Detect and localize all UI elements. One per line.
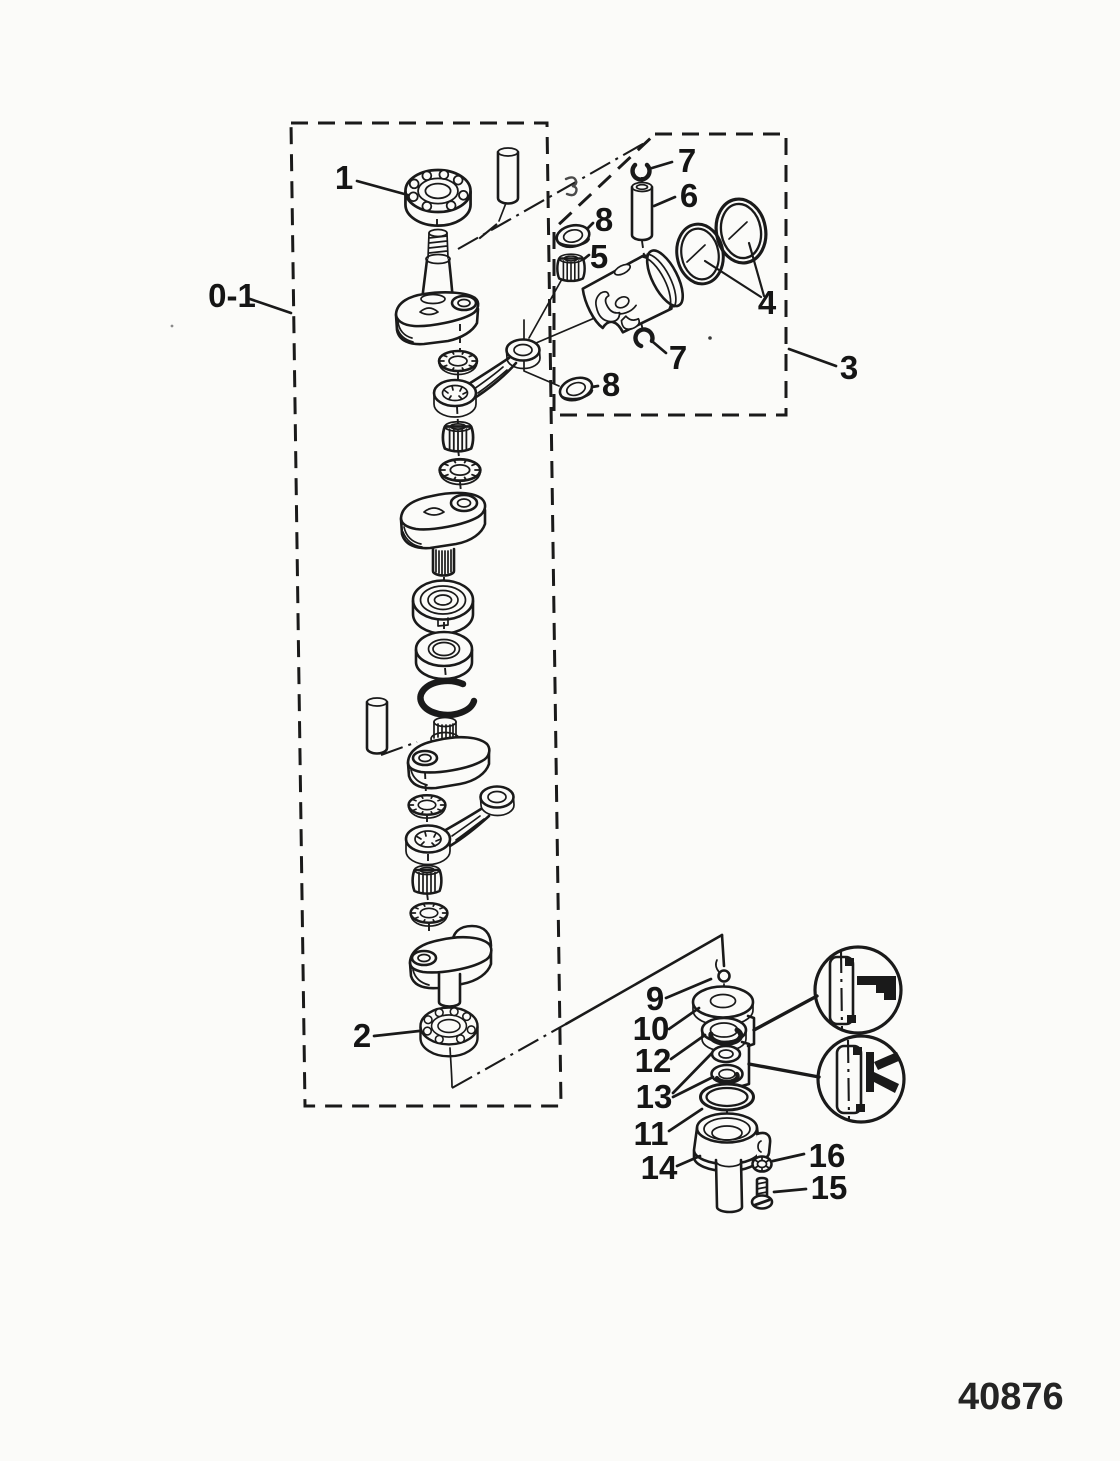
seal-ring-upper-drawing xyxy=(553,220,593,252)
callout-3: 3 xyxy=(840,349,858,386)
label-pin: 9 xyxy=(646,977,713,1017)
label-pin-retainer-top: 7 xyxy=(650,142,696,179)
crankshaft-upper-half-drawing xyxy=(394,228,480,346)
label-washer: 10 xyxy=(633,1006,701,1047)
bearing-orientation-detail-top xyxy=(746,945,903,1048)
retaining-c-ring-drawing xyxy=(417,677,478,719)
callout-13: 13 xyxy=(636,1078,673,1115)
dowel-pin-lower xyxy=(365,696,418,756)
center-bearing-drawing xyxy=(700,1016,748,1052)
label-screw: 15 xyxy=(772,1169,848,1206)
label-pin-retainer-bottom: 7 xyxy=(651,339,687,376)
piston-pin-drawing xyxy=(630,181,654,242)
callout-15: 15 xyxy=(811,1169,848,1206)
callout-14: 14 xyxy=(641,1149,678,1186)
lock-washer-drawing xyxy=(751,1155,773,1173)
callout-8-top: 8 xyxy=(595,201,613,238)
piston-drawing xyxy=(581,249,685,334)
callout-1: 1 xyxy=(335,159,353,196)
lower-main-bearing-drawing xyxy=(419,1006,479,1058)
lower-crank-web-drawing xyxy=(406,716,491,790)
scan-artifacts xyxy=(170,176,712,340)
bottom-crank-web-drawing xyxy=(408,924,493,1008)
upper-main-bearing-drawing xyxy=(404,168,472,228)
label-piston-assembly: 3 xyxy=(787,347,858,386)
screw-drawing xyxy=(750,1176,774,1210)
callout-9: 9 xyxy=(646,980,664,1017)
connecting-rod-1 xyxy=(432,338,541,418)
label-lock-washer: 16 xyxy=(771,1137,846,1174)
label-seal-ring-lower: 8 xyxy=(590,366,620,403)
callout-7-bottom: 7 xyxy=(669,339,687,376)
label-needle-bearing: 5 xyxy=(582,238,608,275)
center-main-bearing-drawing xyxy=(411,579,475,635)
pin-drawing xyxy=(715,959,731,983)
crankpin-to-piston-leader xyxy=(457,140,649,387)
label-seal-ring-upper: 8 xyxy=(586,201,613,238)
callout-16: 16 xyxy=(809,1137,846,1174)
callout-12: 12 xyxy=(635,1042,672,1079)
o-ring-drawing xyxy=(699,1082,755,1112)
piston-rings-drawing xyxy=(670,193,773,290)
thrust-washer-4 xyxy=(409,902,449,928)
pin-retainer-bottom-drawing xyxy=(634,328,654,347)
thrust-washer-1 xyxy=(437,349,479,376)
center-crank-web-drawing xyxy=(399,491,487,577)
seal-ring-lower-drawing xyxy=(555,372,597,406)
crank-seal-washer-drawing xyxy=(414,630,474,681)
label-thrust-washers: 13 xyxy=(636,1051,715,1115)
piston-assembly-box xyxy=(552,132,788,417)
label-bearing-housing: 14 xyxy=(641,1149,702,1186)
callout-6: 6 xyxy=(680,177,698,214)
pin-retainer-top-drawing xyxy=(631,162,652,182)
bearing-orientation-detail-bottom xyxy=(740,1034,906,1124)
callout-8-bottom: 8 xyxy=(602,366,620,403)
needle-cage-2 xyxy=(411,864,443,896)
connecting-rod-2 xyxy=(404,785,515,866)
drawing-number: 40876 xyxy=(958,1376,1064,1418)
needle-bearing-drawing xyxy=(556,252,586,283)
callout-5: 5 xyxy=(590,238,608,275)
callout-4: 4 xyxy=(758,284,777,321)
crankshaft-to-housing-leader xyxy=(449,933,726,1089)
label-center-bearing: 12 xyxy=(635,1033,707,1079)
callout-11: 11 xyxy=(634,1115,669,1152)
callout-10: 10 xyxy=(633,1010,670,1047)
needle-cage-1 xyxy=(441,420,475,453)
label-upper-main-bearing: 1 xyxy=(335,159,410,197)
thrust-washers-drawing xyxy=(710,1044,744,1085)
label-lower-main-bearing: 2 xyxy=(353,1017,421,1054)
callout-0-1: 0-1 xyxy=(208,277,256,314)
dowel-pin-upper xyxy=(474,146,520,243)
label-piston-rings: 4 xyxy=(703,241,777,321)
thrust-washer-3 xyxy=(407,794,447,820)
bearing-housing-drawing xyxy=(692,1112,772,1214)
thrust-washer-2 xyxy=(438,457,482,486)
label-piston-pin: 6 xyxy=(652,177,698,214)
main-assembly-box xyxy=(289,121,563,1108)
label-o-ring: 11 xyxy=(634,1107,704,1152)
label-main-assembly: 0-1 xyxy=(208,277,293,315)
callout-2: 2 xyxy=(353,1017,371,1054)
callout-7-top: 7 xyxy=(678,142,696,179)
